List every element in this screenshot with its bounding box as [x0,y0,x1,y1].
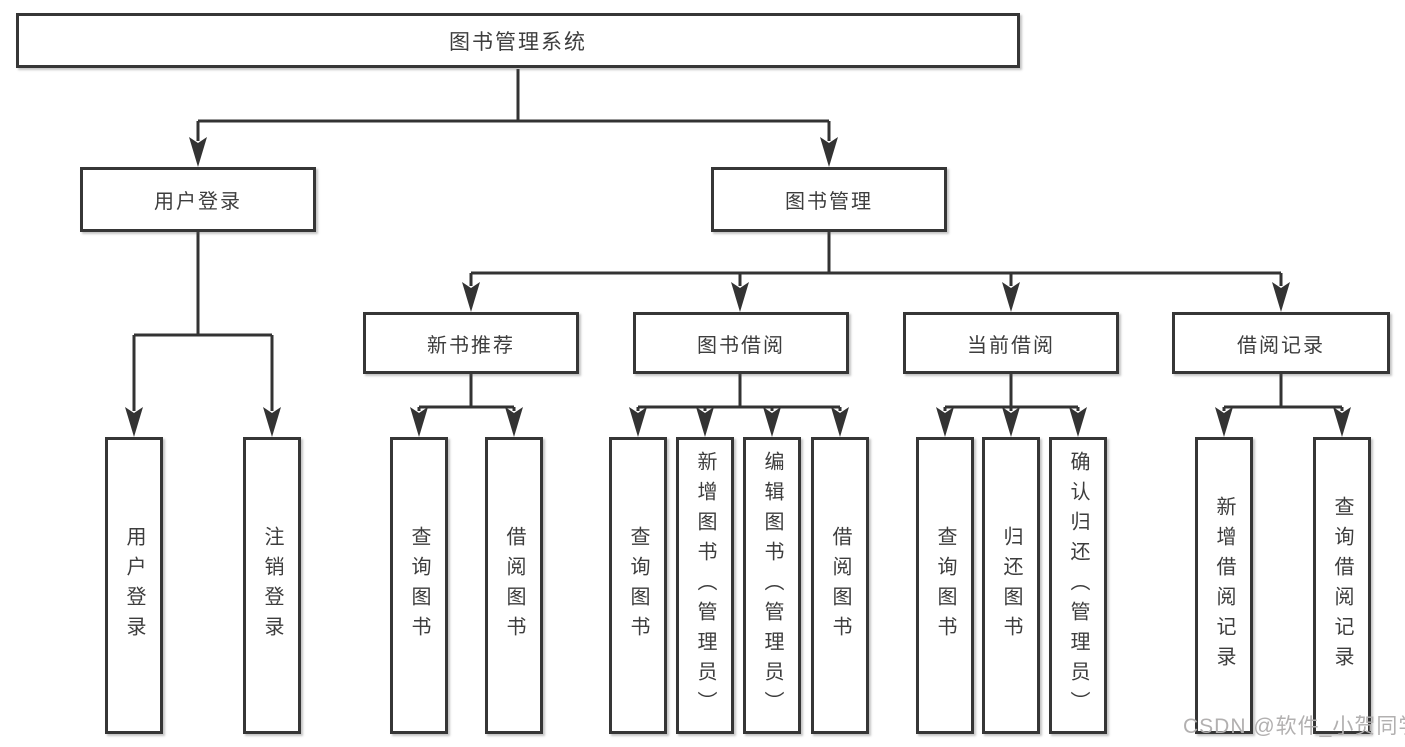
leaf-current-return-books: 归还图书 [982,437,1040,734]
leaf-borrowing-borrow-books-label: 借阅图书 [829,525,851,646]
csdn-watermark: CSDN @软件_小贺同学 [1183,715,1405,738]
arrowhead [1002,282,1020,312]
leaf-logout-login: 注销登录 [243,437,301,734]
leaf-borrowing-borrow-books: 借阅图书 [811,437,869,734]
connector-book-management-children [462,232,1290,312]
node-book-management-label: 图书管理 [785,191,873,213]
arrowhead [1333,407,1351,437]
arrowhead [462,282,480,312]
arrowhead [820,137,838,167]
leaf-records-add-record-label: 新增借阅记录 [1213,495,1235,676]
arrowhead [1215,407,1233,437]
arrowhead [731,282,749,312]
leaf-current-return-books-label: 归还图书 [1000,525,1022,646]
arrowhead [936,407,954,437]
arrowhead [1272,282,1290,312]
leaf-user-login: 用户登录 [105,437,163,734]
leaf-user-login-label: 用户登录 [123,525,145,646]
leaf-records-query-record-label: 查询借阅记录 [1331,495,1353,676]
arrowhead [1069,407,1087,437]
node-new-book-recommend-label: 新书推荐 [427,334,515,357]
leaf-current-confirm-return: 确认归还（管理员） [1049,437,1107,734]
leaf-current-confirm-return-label: 确认归还（管理员） [1067,450,1089,721]
leaf-records-add-record: 新增借阅记录 [1195,437,1253,734]
connector-new-book-recommend-children [410,374,523,437]
node-user-login-label: 用户登录 [154,191,242,213]
leaf-borrowing-query-books: 查询图书 [609,437,667,734]
node-new-book-recommend: 新书推荐 [363,312,579,374]
node-user-login: 用户登录 [80,167,316,232]
arrowhead [831,407,849,437]
leaf-recommend-query-books: 查询图书 [390,437,448,734]
arrowhead [1002,407,1020,437]
node-borrowing-records-label: 借阅记录 [1237,334,1325,357]
leaf-borrowing-edit-books-label: 编辑图书（管理员） [761,450,783,721]
node-current-borrowing: 当前借阅 [903,312,1119,374]
leaf-borrowing-edit-books: 编辑图书（管理员） [743,437,801,734]
arrowhead [505,407,523,437]
node-book-borrowing-label: 图书借阅 [697,334,785,357]
leaf-logout-login-label: 注销登录 [261,525,283,646]
connector-current-borrowing-children [936,374,1087,437]
leaf-recommend-borrow-books-label: 借阅图书 [503,525,525,646]
leaf-current-query-books-label: 查询图书 [934,525,956,646]
arrowhead [629,407,647,437]
arrowhead [125,407,143,437]
arrowhead [410,407,428,437]
arrowhead [696,407,714,437]
arrowhead [263,407,281,437]
leaf-records-query-record: 查询借阅记录 [1313,437,1371,734]
node-root-label: 图书管理系统 [449,30,587,54]
node-borrowing-records: 借阅记录 [1172,312,1390,374]
leaf-current-query-books: 查询图书 [916,437,974,734]
connector-root-to-level2 [189,69,838,167]
connector-book-borrowing-children [629,374,849,437]
leaf-recommend-borrow-books: 借阅图书 [485,437,543,734]
leaf-borrowing-add-books-label: 新增图书（管理员） [694,450,716,721]
leaf-borrowing-add-books: 新增图书（管理员） [676,437,734,734]
node-book-management: 图书管理 [711,167,947,232]
node-root: 图书管理系统 [16,13,1020,68]
arrowhead [189,137,207,167]
arrowhead [763,407,781,437]
connector-user-login-children [125,232,281,437]
node-current-borrowing-label: 当前借阅 [967,334,1055,357]
leaf-recommend-query-books-label: 查询图书 [408,525,430,646]
leaf-borrowing-query-books-label: 查询图书 [627,525,649,646]
node-book-borrowing: 图书借阅 [633,312,849,374]
connector-borrowing-records-children [1215,374,1351,437]
